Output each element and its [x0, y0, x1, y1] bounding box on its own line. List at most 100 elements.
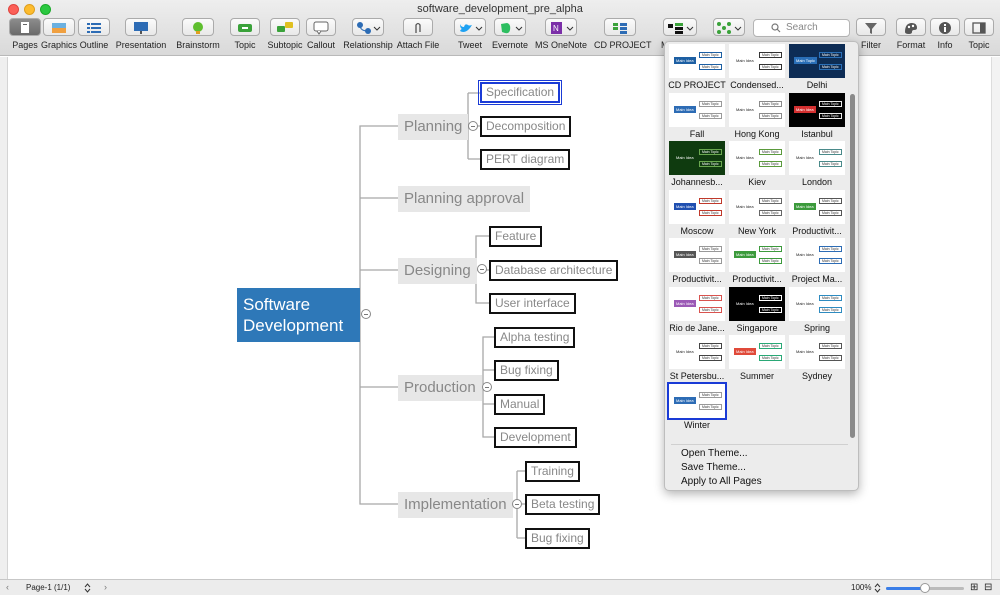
toolbar-info-button[interactable]: Info [930, 16, 960, 52]
subtopic-bug-fixing[interactable]: Bug fixing [494, 360, 559, 381]
chevron-right-icon[interactable]: › [104, 582, 107, 592]
toolbar-subtopic-button[interactable]: Subtopic [267, 16, 303, 52]
theme-thumbnail-sub: Main Topic [699, 197, 722, 204]
toolbar-tweet-button[interactable]: Tweet [454, 16, 486, 52]
zoom-slider-track[interactable] [886, 583, 964, 593]
collapse-toggle-central[interactable] [361, 309, 371, 319]
minimize-window-button[interactable] [24, 4, 35, 15]
subtopic-feature[interactable]: Feature [489, 226, 543, 247]
central-topic[interactable]: Software Development [237, 288, 360, 342]
close-window-button[interactable] [8, 4, 19, 15]
theme-name: Condensed... [730, 80, 784, 90]
filter-icon [856, 18, 886, 36]
theme-name: Singapore [736, 322, 778, 333]
theme-thumbnail-sub: Main Topic [819, 343, 842, 349]
subtopic-decomposition[interactable]: Decomposition [480, 116, 572, 137]
subtopic-training[interactable]: Training [525, 461, 580, 482]
evernote-icon [494, 18, 526, 36]
toolbar-brainstorm-button[interactable]: Brainstorm [176, 16, 220, 52]
toolbar-format-button[interactable]: Format [896, 16, 926, 52]
theme-thumbnail-sub: Main Topic [699, 391, 722, 398]
theme-thumbnail-sub: Main Topic [699, 100, 722, 107]
toolbar-topic-panel-button[interactable]: Topic [964, 16, 994, 52]
collapse-toggle-planning[interactable] [468, 121, 478, 131]
topic-production[interactable]: Production [398, 375, 482, 401]
toolbar-presentation-button[interactable]: Presentation [116, 16, 166, 52]
subtopic-manual[interactable]: Manual [494, 394, 546, 415]
subtopic-bug-fixing-2[interactable]: Bug fixing [525, 528, 590, 549]
theme-thumbnail-sub: Main Topic [699, 294, 722, 301]
zoom-window-button[interactable] [40, 4, 51, 15]
subtopic-user-interface[interactable]: User interface [489, 293, 576, 314]
subtopic-development[interactable]: Development [494, 427, 577, 448]
zoom-stepper-icon[interactable] [874, 583, 881, 593]
toolbar-topic-button[interactable]: Topic [230, 16, 260, 52]
toolbar-callout-button[interactable]: Callout [306, 16, 336, 52]
zoom-in-icon[interactable]: ⊞ [970, 582, 979, 593]
vertical-scrollbar[interactable] [991, 57, 1000, 579]
menu-apply-all-pages[interactable]: Apply to All Pages [681, 476, 762, 487]
toolbar-relationship-button[interactable]: Relationship [343, 16, 393, 52]
subtopic-database-architecture[interactable]: Database architecture [489, 260, 619, 281]
collapse-toggle-designing[interactable] [477, 264, 487, 274]
zoom-level-label[interactable]: 100% [851, 583, 872, 592]
topic-designing[interactable]: Designing [398, 258, 477, 284]
toolbar-graphics-button[interactable]: Graphics [41, 16, 77, 52]
zoom-out-icon[interactable]: ⊟ [984, 582, 993, 593]
toolbar-layout-button[interactable] [713, 16, 745, 52]
search-input[interactable]: Search [753, 19, 850, 37]
topic-planning[interactable]: Planning [398, 114, 469, 140]
page-stepper-icon[interactable] [84, 583, 91, 593]
subtopic-alpha-testing[interactable]: Alpha testing [494, 327, 576, 348]
menu-open-theme[interactable]: Open Theme... [681, 448, 748, 459]
chevron-left-icon[interactable]: ‹ [6, 582, 9, 592]
toolbar-outline-button[interactable]: Outline [78, 16, 110, 52]
theme-thumbnail-main: Main Idea [794, 348, 816, 355]
collapse-toggle-implementation[interactable] [512, 499, 522, 509]
toolbar-filter-button[interactable]: Filter [856, 16, 886, 52]
subtopic-beta-testing[interactable]: Beta testing [525, 494, 601, 515]
theme-name: Spring [803, 322, 830, 333]
zoom-slider-knob[interactable] [920, 583, 930, 593]
collapse-toggle-production[interactable] [482, 382, 492, 392]
topic-implementation[interactable]: Implementation [398, 492, 513, 518]
toolbar-pages-button[interactable]: Pages [9, 16, 41, 52]
left-panel-edge [0, 57, 8, 579]
toolbar-cd-project-button[interactable]: CD PROJECT [594, 16, 652, 52]
toolbar-onenote-button[interactable]: N MS OneNote [535, 16, 587, 52]
subtopic-pert-diagram[interactable]: PERT diagram [480, 149, 571, 170]
subtopic-specification[interactable]: Specification [477, 80, 563, 105]
graphics-icon [43, 18, 75, 36]
topic-planning-approval[interactable]: Planning approval [398, 186, 531, 212]
popup-scrollbar[interactable] [850, 94, 855, 438]
page-selector-label[interactable]: Page-1 (1/1) [26, 583, 71, 592]
theme-thumbnail-sub: Main Topic [819, 149, 842, 155]
menu-save-theme[interactable]: Save Theme... [681, 462, 746, 473]
toolbar-attach-file-button[interactable]: Attach File [397, 16, 439, 52]
toolbar-evernote-button[interactable]: Evernote [492, 16, 528, 52]
